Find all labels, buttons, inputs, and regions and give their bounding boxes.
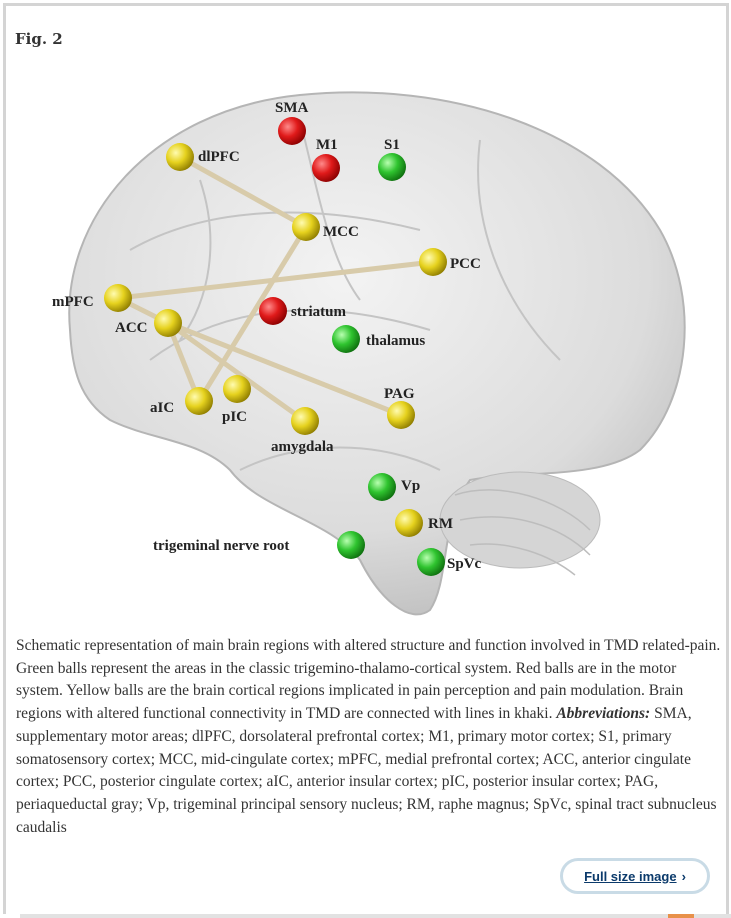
bottom-divider — [20, 914, 731, 918]
scroll-accent — [668, 914, 694, 918]
region-ball-ACC — [154, 309, 182, 337]
region-label-amygdala: amygdala — [271, 439, 334, 455]
region-ball-RM — [395, 509, 423, 537]
connection-line-ACC-amygdala — [166, 320, 307, 424]
region-label-SpVc: SpVc — [447, 556, 482, 572]
brain-shape — [68, 91, 686, 616]
region-ball-Vp — [368, 473, 396, 501]
chevron-right-icon: › — [681, 868, 686, 884]
region-label-ACC: ACC — [115, 320, 148, 336]
figure-caption: Schematic representation of main brain r… — [16, 635, 721, 839]
region-label-dlPFC: dlPFC — [198, 149, 240, 165]
connection-line-ACC-PAG — [167, 320, 402, 418]
region-ball-striatum — [259, 297, 287, 325]
full-size-image-button[interactable]: Full size image › — [560, 858, 710, 894]
region-ball-aIC — [185, 387, 213, 415]
region-ball-M1 — [312, 154, 340, 182]
region-ball-thalamus — [332, 325, 360, 353]
full-size-image-label: Full size image — [584, 868, 677, 884]
region-ball-amygdala — [291, 407, 319, 435]
region-ball-SMA — [278, 117, 306, 145]
region-label-trig: trigeminal nerve root — [153, 538, 289, 554]
region-label-mPFC: mPFC — [52, 294, 94, 310]
brain-diagram: SMA M1 S1 dlPFC MCC PCC mPFC ACC striatum thalamu… — [52, 91, 686, 616]
region-label-pIC: pIC — [222, 409, 247, 425]
region-ball-dlPFC — [166, 143, 194, 171]
figure-title: Fig. 2 — [15, 30, 63, 48]
region-ball-mPFC — [104, 284, 132, 312]
region-ball-PCC — [419, 248, 447, 276]
region-label-SMA: SMA — [275, 100, 309, 116]
region-label-PAG: PAG — [384, 386, 415, 402]
region-ball-pIC — [223, 375, 251, 403]
region-label-Vp: Vp — [401, 478, 420, 494]
abbreviations-text: SMA, supplementary motor areas; dlPFC, d… — [16, 705, 717, 836]
caption-text: Schematic representation of main brain r… — [16, 637, 721, 723]
region-label-S1: S1 — [384, 137, 400, 153]
abbreviations-label: Abbreviations: — [556, 705, 651, 723]
region-ball-trig — [337, 531, 365, 559]
region-label-PCC: PCC — [450, 256, 481, 272]
region-label-aIC: aIC — [150, 400, 174, 416]
region-ball-SpVc — [417, 548, 445, 576]
region-ball-S1 — [378, 153, 406, 181]
region-label-M1: M1 — [316, 137, 338, 153]
region-label-RM: RM — [428, 516, 453, 532]
region-label-striatum: striatum — [291, 304, 346, 320]
region-ball-MCC — [292, 213, 320, 241]
region-label-MCC: MCC — [323, 224, 359, 240]
connection-line-mPFC-PCC — [117, 259, 434, 301]
region-label-thalamus: thalamus — [366, 333, 425, 349]
connection-line-MCC-aIC — [196, 225, 309, 403]
connection-line-dlPFC-MCC — [178, 154, 308, 230]
region-ball-PAG — [387, 401, 415, 429]
